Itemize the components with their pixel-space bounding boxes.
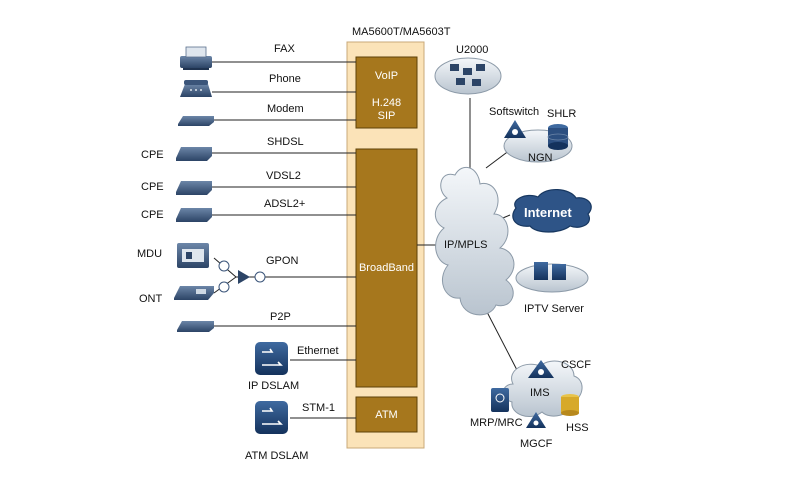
ip-mpls-cloud xyxy=(434,166,515,316)
mgcf-label: MGCF xyxy=(520,438,553,450)
phone-link-label: Phone xyxy=(269,73,301,85)
fiber-connector-icon xyxy=(218,260,266,293)
cpe-shdsl-label: CPE xyxy=(141,149,164,161)
iptv-server-label: IPTV Server xyxy=(524,303,584,315)
hss-database-icon xyxy=(561,394,579,416)
modem-device-icon xyxy=(178,116,214,126)
p2p-link-label: P2P xyxy=(270,311,291,323)
shlr-label: SHLR xyxy=(547,108,577,120)
ont-label: ONT xyxy=(139,293,163,305)
chassis-title: MA5600T/MA5603T xyxy=(352,26,451,38)
gpon-link-label: GPON xyxy=(266,255,299,267)
ip-dslam-icon xyxy=(255,342,288,375)
softswitch-icon xyxy=(504,120,526,138)
cpe-adsl2-label: CPE xyxy=(141,209,164,221)
iptv-server-icon xyxy=(515,262,589,293)
cscf-icon xyxy=(528,360,554,378)
mgcf-icon xyxy=(526,412,546,428)
h248-label: H.248 xyxy=(371,97,402,109)
internet-label: Internet xyxy=(524,205,572,220)
shdsl-link-label: SHDSL xyxy=(267,136,304,148)
ip-mpls-label: IP/MPLS xyxy=(444,239,488,251)
broadband-label: BroadBand xyxy=(358,262,415,274)
cpe-vdsl2-label: CPE xyxy=(141,181,164,193)
fax-link-label: FAX xyxy=(274,43,295,55)
voip-label: VoIP xyxy=(374,70,399,82)
atm-dslam-icon xyxy=(255,401,288,434)
cscf-label: CSCF xyxy=(561,359,591,371)
hss-label: HSS xyxy=(566,422,589,434)
ip-dslam-label: IP DSLAM xyxy=(248,380,300,392)
sip-label: SIP xyxy=(377,110,396,122)
internet-cloud xyxy=(512,189,592,233)
modem-link-label: Modem xyxy=(267,103,304,115)
fax-device-icon xyxy=(180,46,212,70)
atm-dslam-label: ATM DSLAM xyxy=(245,450,309,462)
ethernet-link-label: Ethernet xyxy=(297,345,339,357)
ngn-label: NGN xyxy=(528,152,553,164)
mrp-mrc-icon xyxy=(491,388,509,412)
shlr-database-icon xyxy=(547,124,569,150)
mdu-label: MDU xyxy=(137,248,163,260)
adsl2-link-label: ADSL2+ xyxy=(264,198,306,210)
ma5600t-chassis xyxy=(346,41,425,449)
softswitch-label: Softswitch xyxy=(489,106,540,118)
mdu-device-icon xyxy=(177,243,209,268)
ont-device-icon xyxy=(174,286,214,300)
phone-device-icon xyxy=(180,80,212,97)
u2000-label: U2000 xyxy=(456,44,489,56)
stm1-link-label: STM-1 xyxy=(302,402,335,414)
atm-label: ATM xyxy=(375,409,398,421)
vdsl2-link-label: VDSL2 xyxy=(266,170,301,182)
p2p-device-icon xyxy=(177,321,214,332)
mrp-mrc-label: MRP/MRC xyxy=(470,417,523,429)
u2000-cloud xyxy=(434,57,502,95)
cpe-device-icon xyxy=(176,147,212,222)
ims-label: IMS xyxy=(530,387,550,399)
